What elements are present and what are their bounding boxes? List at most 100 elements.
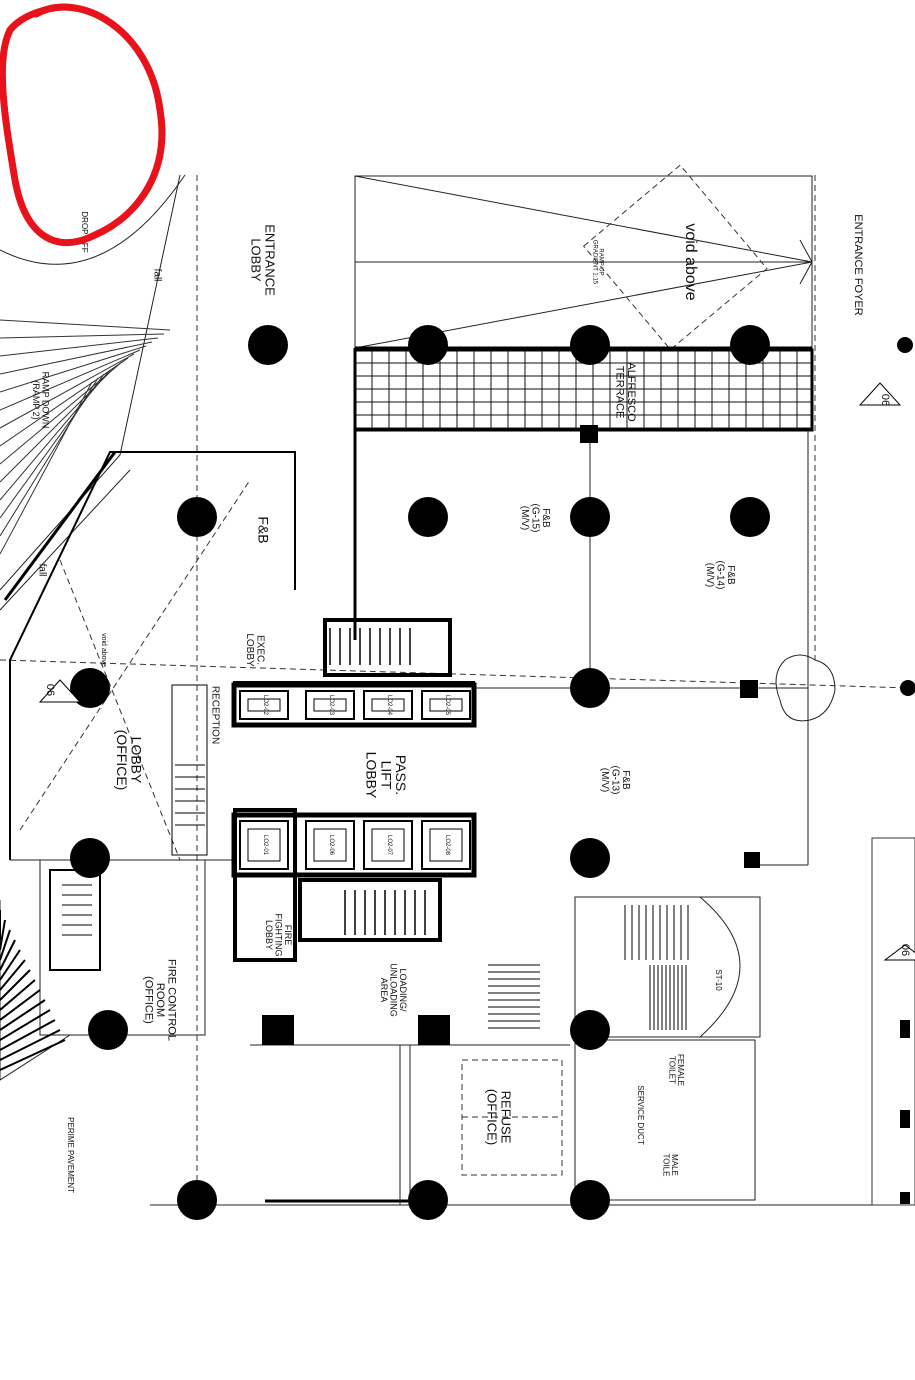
label-ramp-down: RAMP DOWN(RAMP 2) xyxy=(31,372,50,429)
label-grid-06-b: 06 xyxy=(44,684,56,696)
label-line: 06 xyxy=(44,684,56,696)
label-line: ROOM xyxy=(154,983,166,1017)
label-line: MALE xyxy=(670,1154,679,1176)
label-line: 06 xyxy=(899,944,911,956)
column-18 xyxy=(897,337,913,353)
label-line: F&B xyxy=(725,565,736,585)
red-annotation-circle xyxy=(0,3,166,247)
lift-car xyxy=(239,820,289,870)
label-line: ENTRANCE FOYER xyxy=(852,214,864,316)
label-line: LOBBY xyxy=(364,752,380,799)
label-line: F&B xyxy=(255,516,271,543)
column-12 xyxy=(88,1010,128,1050)
lift-car xyxy=(421,690,471,720)
column-14 xyxy=(177,1180,217,1220)
column-8 xyxy=(70,668,110,708)
label-line: fall xyxy=(151,269,162,282)
lift-car xyxy=(239,690,289,720)
structural-columns xyxy=(70,325,915,1220)
column-0 xyxy=(248,325,288,365)
label-line: TOILE xyxy=(662,1154,671,1177)
column-1 xyxy=(408,325,448,365)
lift-label: LO2-03 xyxy=(328,695,334,716)
label-line: LOADING/ xyxy=(398,968,408,1012)
label-line: fall xyxy=(36,564,47,577)
column-11 xyxy=(570,838,610,878)
label-line: PERIME PAVEMENT xyxy=(66,1117,75,1193)
label-entrance-foyer: ENTRANCE FOYER xyxy=(852,214,864,316)
column-2 xyxy=(570,325,610,365)
label-line: RAMP UP xyxy=(598,248,604,275)
label-line: (M/V) xyxy=(519,506,530,530)
label-fb-g14: F&B(G-14)(M/V) xyxy=(704,561,736,590)
grid-tag-06-c xyxy=(883,944,915,961)
label-line: (RAMP 2) xyxy=(31,380,41,419)
label-line: LOBBY xyxy=(129,737,145,784)
lift-label: LO2-07 xyxy=(386,835,392,856)
label-void-above-small: void above xyxy=(100,633,107,667)
label-line: LOBBY xyxy=(264,920,274,950)
label-line: UNLOADING xyxy=(389,963,399,1017)
label-service-duct: SERVICE DUCT xyxy=(636,1085,645,1145)
label-line: ENTRANCE xyxy=(262,224,277,296)
label-line: EXEC. xyxy=(255,635,266,665)
lift-label: LO2-04 xyxy=(386,695,392,716)
label-fb-g13: F&B(G-13)(M/V) xyxy=(599,766,631,795)
label-line: TOILET xyxy=(668,1056,677,1084)
label-line: PASS. xyxy=(393,755,409,795)
column-5 xyxy=(408,497,448,537)
label-line: AREA xyxy=(379,978,389,1003)
column-7 xyxy=(730,497,770,537)
lift-car xyxy=(363,690,413,720)
label-reception: RECEPTION xyxy=(209,686,220,744)
label-line: RAMP DOWN xyxy=(40,372,50,429)
label-drop-off: DROP OFF xyxy=(80,211,89,252)
lift-label: LO2-08 xyxy=(444,835,450,856)
label-line: LOBBY xyxy=(249,238,264,282)
label-line: F&B xyxy=(620,770,631,790)
label-line: FIGHTING xyxy=(274,914,284,957)
label-line: ST-10 xyxy=(714,969,723,991)
lift-core xyxy=(171,618,477,962)
label-line: (OFFICE) xyxy=(485,1089,500,1145)
label-line: F&B xyxy=(540,508,551,528)
label-line: void above xyxy=(682,223,699,300)
ramp-block xyxy=(354,164,813,351)
label-grid-06-c: 06 xyxy=(899,944,911,956)
lift-car xyxy=(363,820,413,870)
lift-label: LO2-02 xyxy=(262,695,268,716)
label-line: FIRE CONTROL xyxy=(166,959,178,1041)
label-line: 06 xyxy=(879,394,891,406)
label-line: (G-15) xyxy=(529,504,540,533)
lift-car xyxy=(305,820,355,870)
label-lobby-office: LOBBY(OFFICE) xyxy=(114,730,145,791)
lift-label: LO2-01 xyxy=(262,835,268,856)
label-line: (OFFICE) xyxy=(143,976,155,1024)
column-16 xyxy=(570,1180,610,1220)
label-line: REFUSE xyxy=(498,1091,513,1144)
label-refuse: REFUSE(OFFICE) xyxy=(485,1089,514,1145)
label-line: RECEPTION xyxy=(209,686,220,744)
label-line: (M/V) xyxy=(599,768,610,792)
lift-label: LO2-06 xyxy=(328,835,334,856)
grid-tag-06-a xyxy=(858,382,902,406)
label-fb-small: F&B xyxy=(255,516,271,543)
label-line: LOBBY xyxy=(244,633,255,667)
column-10 xyxy=(70,838,110,878)
label-fall-2: fall xyxy=(36,564,47,577)
label-fall-1: fall xyxy=(151,269,162,282)
column-3 xyxy=(730,325,770,365)
column-9 xyxy=(570,668,610,708)
label-void-above: void above xyxy=(682,223,699,300)
drop-off-zone xyxy=(0,174,186,611)
label-exec-lobby: EXEC.LOBBY xyxy=(244,633,266,667)
service-zone xyxy=(250,680,915,1206)
